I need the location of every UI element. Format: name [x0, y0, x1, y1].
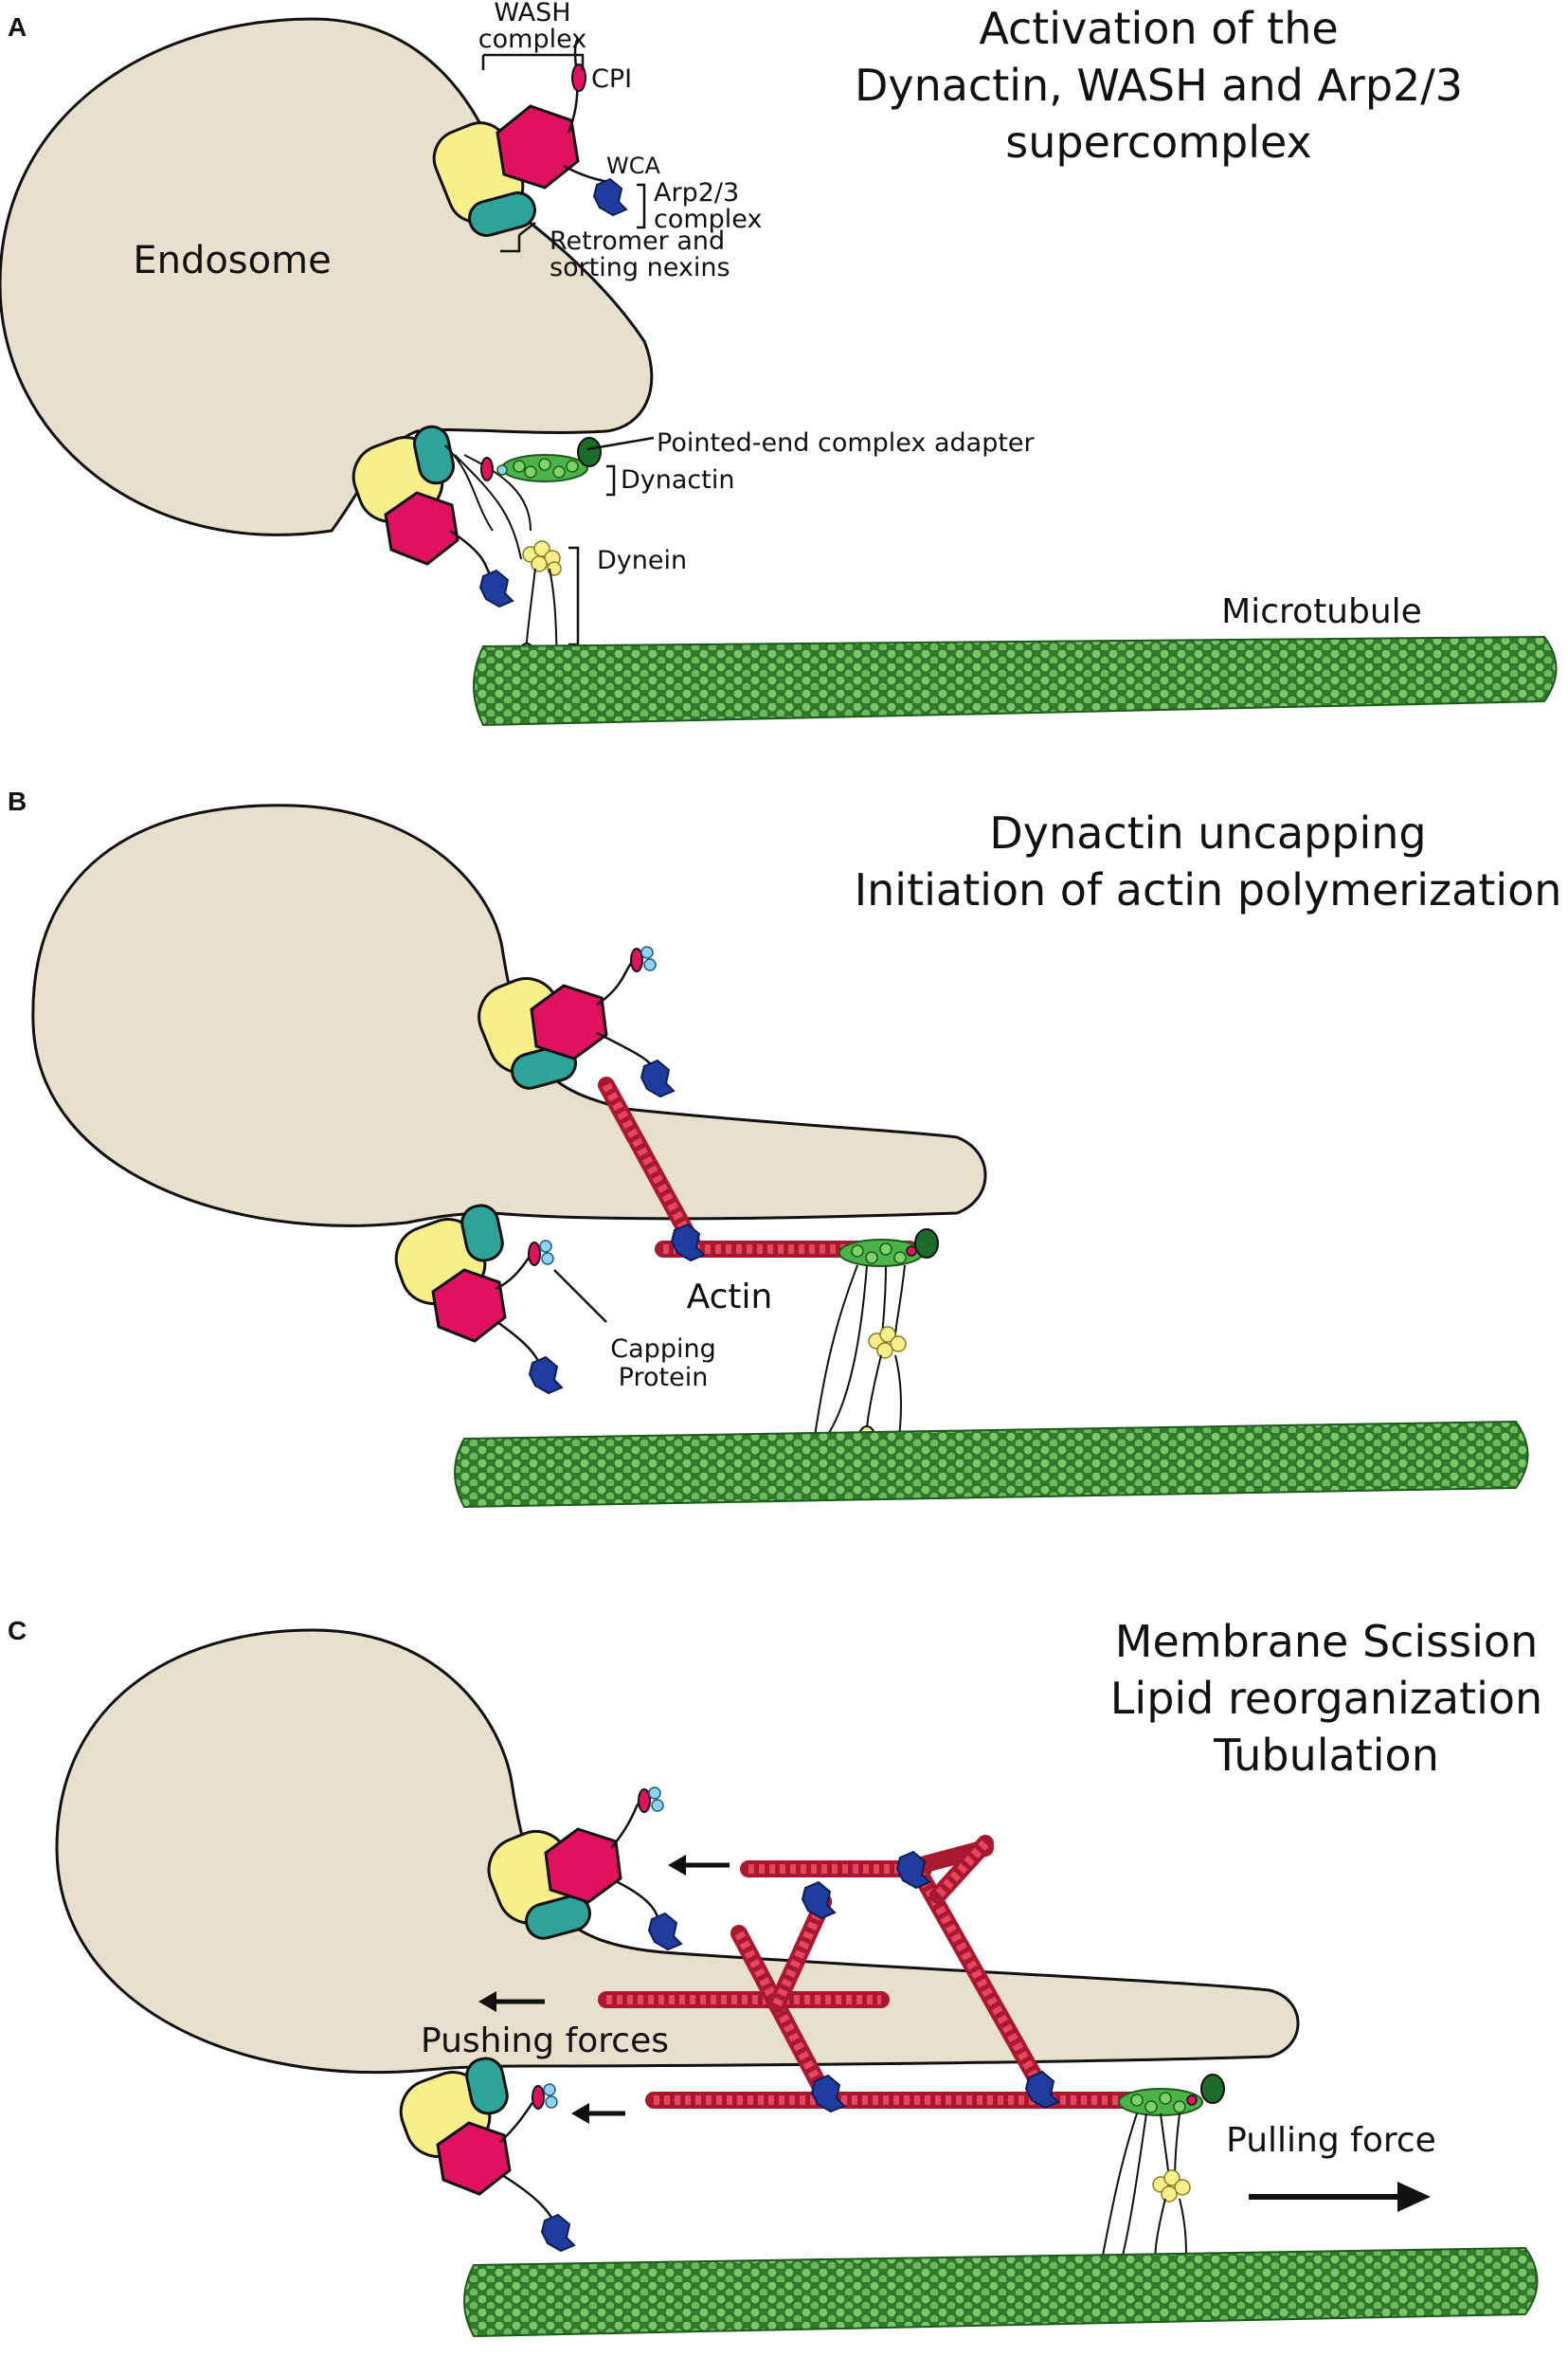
wash-hexagon-lower-c — [436, 2121, 512, 2196]
panel-b-title-line-2: Initiation of actin polymerization — [855, 864, 1562, 916]
dynein-c — [1152, 2169, 1191, 2203]
pushing-arrow-middle — [478, 1991, 545, 2012]
capping-protein-b-upper — [640, 946, 654, 959]
microtubule-c — [463, 2246, 1539, 2338]
panel-b: B Dynactin uncapping Initiation of actin… — [8, 787, 1562, 1509]
capping-protein-b-lower — [539, 1240, 552, 1253]
dynactin-b — [838, 1239, 924, 1267]
arp23-lower-a — [478, 569, 514, 608]
panel-c-title-line-3: Tubulation — [1213, 1730, 1439, 1781]
panel-a-title-line-1: Activation of the — [979, 3, 1338, 54]
panel-c: C Membrane Scission Lipid reorganization… — [8, 1616, 1542, 2338]
capping-label-1: Capping — [610, 1334, 715, 1364]
cpi-label: CPI — [591, 64, 632, 94]
pointed-end-adapter-b — [914, 1228, 939, 1259]
microtubule-b — [454, 1420, 1529, 1509]
retromer-teal-upper-c — [525, 1895, 591, 1940]
capping-protein-c-lower — [543, 2083, 556, 2096]
pointed-end-label: Pointed-end complex adapter — [657, 428, 1036, 458]
arp23-lower-c — [540, 2213, 576, 2253]
panel-letter-b: B — [8, 787, 27, 816]
pushing-arrow-upper — [668, 1855, 730, 1876]
wash-label-1: WASH — [494, 0, 570, 27]
wca-label: WCA — [606, 153, 660, 179]
microtubule-a — [473, 635, 1558, 727]
cpi-motif — [571, 63, 586, 92]
panel-a-title-line-3: supercomplex — [1005, 117, 1311, 168]
pushing-arrow-lower — [571, 2103, 625, 2124]
arp23-on-actin-b — [670, 1223, 706, 1262]
wash-hexagon-lower-a — [384, 491, 460, 566]
wash-hexagon-upper — [496, 104, 580, 190]
capping-protein-c-upper — [648, 1786, 661, 1800]
arp23-upper — [592, 177, 628, 217]
pointed-end-adapter-a — [577, 437, 602, 467]
retromer-teal-lower-b — [460, 1204, 504, 1262]
arp-label-1: Arp2/3 — [654, 178, 739, 208]
dynactin-c — [1118, 2088, 1203, 2116]
wash-hexagon-lower-b — [431, 1268, 507, 1343]
dynein-b — [868, 1326, 907, 1359]
arp-label-2: complex — [654, 205, 762, 234]
panel-a: A Activation of the Dynactin, WASH and A… — [0, 0, 1558, 727]
dynactin-label: Dynactin — [621, 465, 734, 495]
arp23-upper-c — [647, 1912, 683, 1951]
retromer-label-1: Retromer and — [550, 227, 725, 256]
panel-letter-a: A — [8, 12, 27, 42]
arp23-upper-b — [640, 1059, 676, 1098]
dynein-label: Dynein — [597, 546, 687, 575]
retromer-teal-lower-c — [465, 2057, 509, 2115]
pushing-label: Pushing forces — [421, 2022, 669, 2060]
pointed-end-adapter-c — [1200, 2074, 1225, 2104]
panel-c-title-line-2: Lipid reorganization — [1110, 1673, 1542, 1724]
panel-letter-c: C — [8, 1616, 27, 1645]
retromer-teal-upper — [468, 191, 536, 237]
wash-hexagon-upper-b — [530, 984, 608, 1061]
pulling-arrow — [1249, 2182, 1431, 2212]
capping-label-2: Protein — [619, 1363, 709, 1392]
endosome-label: Endosome — [133, 239, 331, 282]
wash-label-2: complex — [478, 25, 586, 54]
panel-a-title-line-2: Dynactin, WASH and Arp2/3 — [855, 60, 1463, 111]
dynein-a — [522, 540, 562, 576]
dynactin-a — [496, 454, 588, 482]
actin-network-c — [598, 1835, 1164, 2113]
retromer-label-2: sorting nexins — [550, 253, 730, 282]
panel-b-title-line-1: Dynactin uncapping — [989, 807, 1426, 859]
arp23-lower-b — [528, 1355, 564, 1395]
actin-label: Actin — [687, 1278, 773, 1316]
pulling-label: Pulling force — [1226, 2121, 1436, 2160]
endosome-membrane-c — [55, 1628, 1300, 2075]
microtubule-label: Microtubule — [1221, 592, 1422, 631]
panel-c-title-line-1: Membrane Scission — [1115, 1616, 1538, 1667]
